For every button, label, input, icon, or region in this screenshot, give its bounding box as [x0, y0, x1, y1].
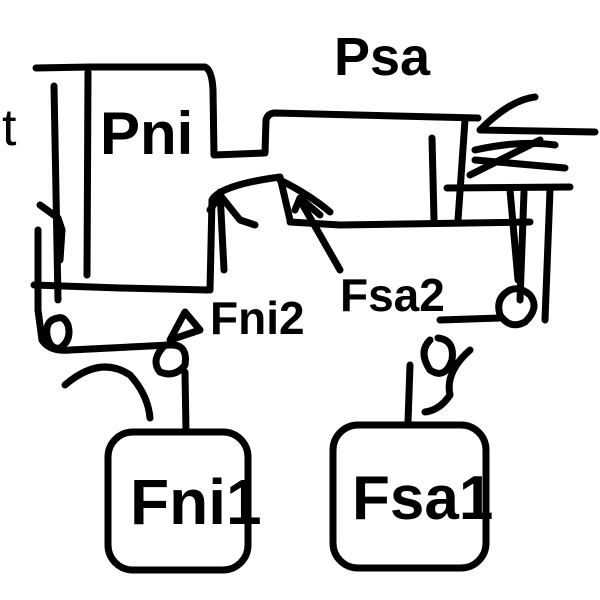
right-rails: [506, 186, 554, 324]
label-t: t: [2, 99, 17, 157]
label-fni1: Fni1: [130, 466, 262, 538]
fsa2-arrow: [291, 194, 344, 274]
label-psa: Psa: [334, 27, 431, 87]
left-arrow: [36, 201, 66, 264]
label-fsa2: Fsa2: [340, 269, 445, 321]
fsa1-circle: [420, 334, 456, 377]
fsa1-curve: [421, 346, 474, 416]
psa-right-wall: [454, 116, 469, 224]
pni-inner-line: [83, 68, 92, 279]
label-fsa1: Fsa1: [352, 464, 494, 533]
fni1-curve: [61, 363, 154, 422]
center-pedestal: [206, 173, 334, 294]
psa-block: [428, 134, 438, 224]
fsa1-connector: [404, 361, 414, 426]
pni-bottom: [30, 281, 212, 294]
fni1-box: [104, 428, 252, 574]
hatch-lines: [466, 93, 599, 179]
fni1-circle: [152, 341, 189, 378]
fni1-connector: [181, 368, 190, 436]
fsa1-box: [329, 421, 490, 572]
left-wheel: [43, 314, 73, 352]
fni2-arrow: [206, 188, 259, 274]
fni1-triangle: [166, 308, 204, 344]
psa-bottom: [286, 218, 534, 229]
right-bottom: [436, 314, 504, 324]
label-fni2: Fni2: [210, 292, 305, 344]
label-pni: Pni: [100, 100, 194, 167]
left-rail: [50, 82, 62, 304]
pni-block: [32, 63, 482, 159]
right-wheel: [495, 285, 538, 329]
